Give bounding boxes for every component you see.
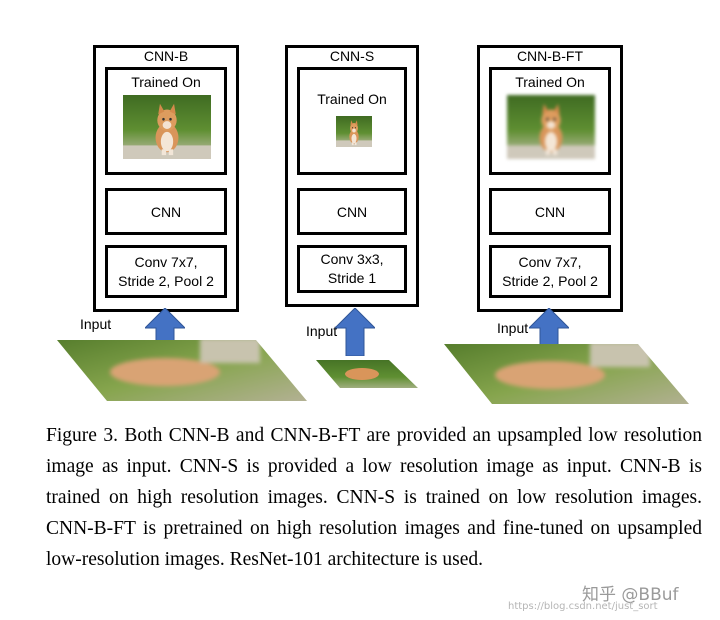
- conv-line-2: Stride 2, Pool 2: [502, 272, 598, 289]
- cnn-box: CNN: [105, 188, 227, 235]
- trained-on-box: Trained On: [297, 67, 407, 175]
- conv-line-2: Stride 2, Pool 2: [118, 272, 214, 289]
- up-arrow-icon: [145, 308, 185, 354]
- trained-on-label: Trained On: [515, 74, 585, 90]
- cnn-s-column: CNN-S Trained On CNN Conv 3x3, Stride 1: [285, 45, 419, 307]
- conv-box: Conv 7x7, Stride 2, Pool 2: [105, 245, 227, 298]
- cnn-b-column: CNN-B Trained On CNN Conv 7x7, Stride 2,…: [93, 45, 239, 312]
- trained-on-label: Trained On: [317, 91, 387, 107]
- cnn-box: CNN: [489, 188, 611, 235]
- input-label: Input: [497, 320, 529, 336]
- cnn-label: CNN: [336, 204, 368, 220]
- up-arrow-icon: [335, 308, 375, 356]
- conv-line-2: Stride 1: [327, 270, 377, 286]
- cnn-label: CNN: [534, 204, 566, 220]
- conv-box: Conv 7x7, Stride 2, Pool 2: [489, 245, 611, 298]
- column-title: CNN-S: [329, 48, 375, 64]
- column-title: CNN-B-FT: [516, 48, 584, 64]
- conv-line-1: Conv 3x3,: [320, 251, 384, 267]
- cnn-b-ft-column: CNN-B-FT Trained On CNN Conv 7x7, Stride…: [477, 45, 623, 312]
- up-arrow-icon: [529, 308, 569, 358]
- trained-on-box: Trained On: [105, 67, 227, 175]
- conv-box: Conv 3x3, Stride 1: [297, 245, 407, 293]
- cnn-label: CNN: [150, 204, 182, 220]
- column-title: CNN-B: [143, 48, 189, 64]
- input-label: Input: [80, 316, 112, 332]
- figure-caption: Figure 3. Both CNN-B and CNN-B-FT are pr…: [46, 425, 702, 570]
- conv-line-1: Conv 7x7,: [134, 253, 198, 270]
- trained-on-box: Trained On: [489, 67, 611, 175]
- cnn-box: CNN: [297, 188, 407, 235]
- input-label: Input: [306, 323, 338, 339]
- trained-on-label: Trained On: [131, 74, 201, 90]
- watermark-brand: 知乎 @BBuf: [582, 585, 679, 605]
- conv-line-1: Conv 7x7,: [518, 253, 582, 270]
- watermark-url: https://blog.csdn.net/just_sort: [508, 601, 658, 612]
